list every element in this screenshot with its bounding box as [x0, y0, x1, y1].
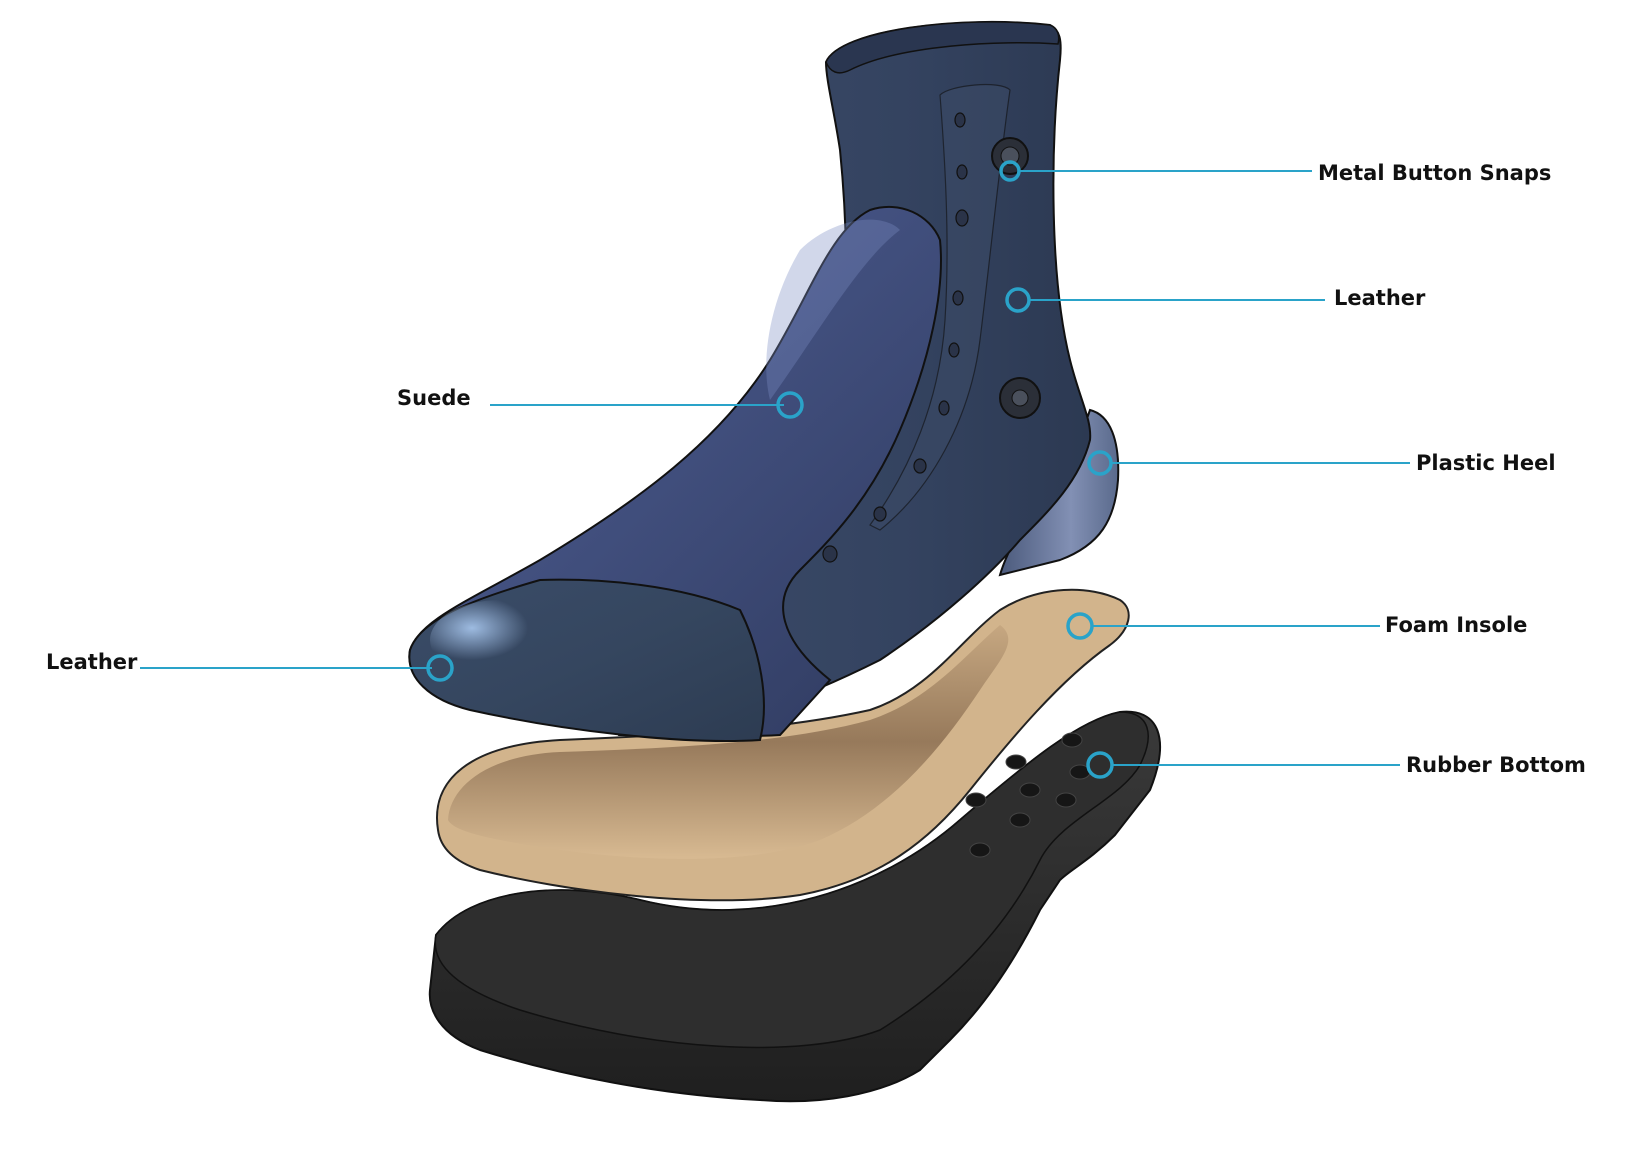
label-rubber-bottom: Rubber Bottom: [1406, 755, 1586, 776]
label-leather-upper: Leather: [1334, 288, 1425, 309]
label-suede: Suede: [397, 388, 471, 409]
label-foam-insole: Foam Insole: [1385, 615, 1527, 636]
label-plastic-heel: Plastic Heel: [1416, 453, 1556, 474]
label-metal-button-snaps: Metal Button Snaps: [1318, 163, 1551, 184]
label-leather-toe: Leather: [46, 652, 137, 673]
